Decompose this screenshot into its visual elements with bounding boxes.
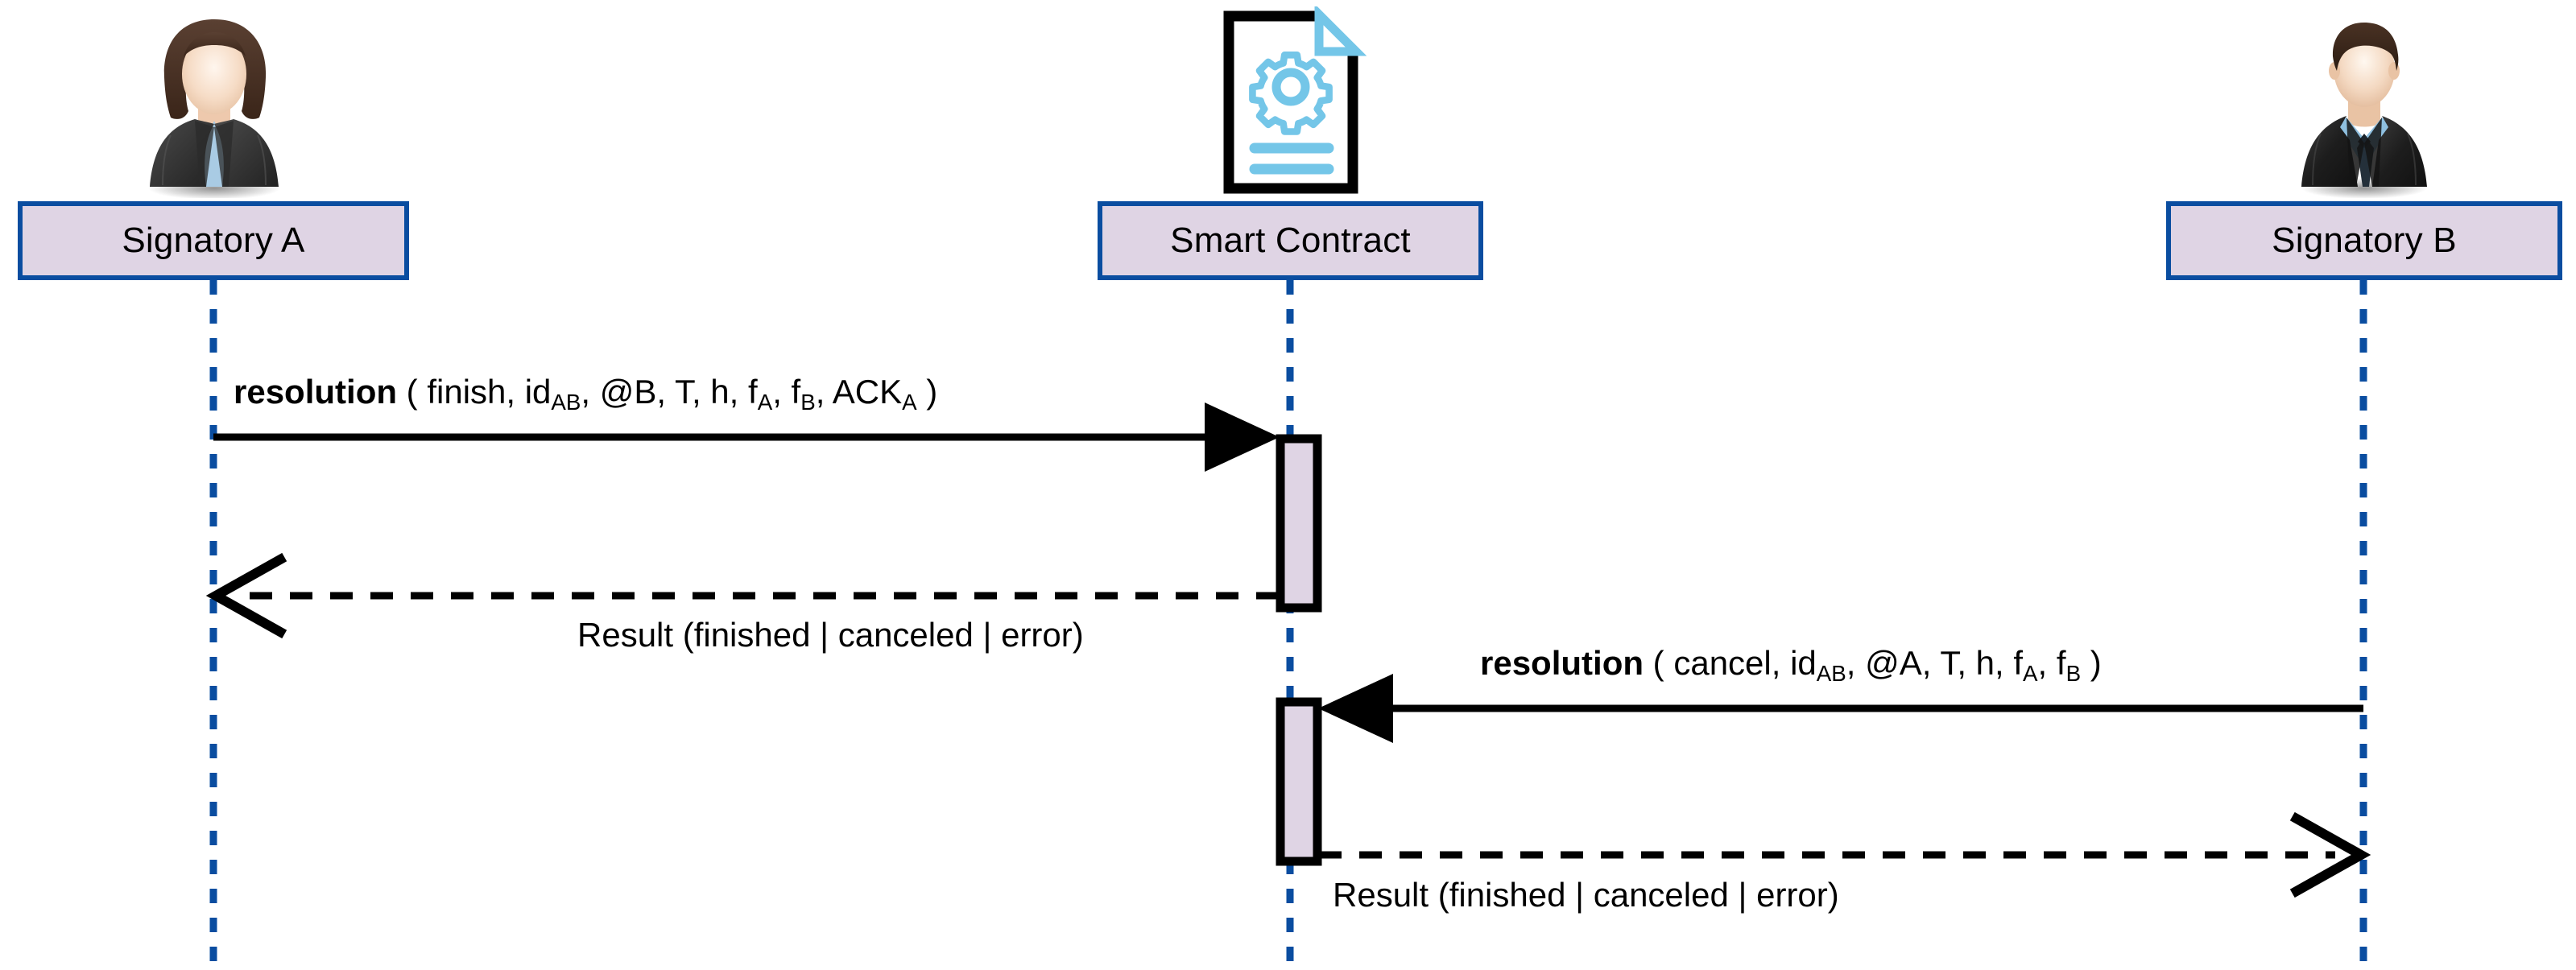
message-sub-b-1: B xyxy=(800,389,816,415)
message-args-1: ( finish, id xyxy=(397,373,552,411)
message-label-result-to-b: Result (finished | canceled | error) xyxy=(1333,876,1839,914)
activation-bar-1 xyxy=(1276,434,1322,613)
message-resolution-cancel-arrow xyxy=(1318,674,2363,743)
message-args-5: ) xyxy=(916,373,938,411)
participant-label-signatory-b: Signatory B xyxy=(2272,221,2457,260)
message-args-8: , f xyxy=(2037,644,2066,682)
message-result-to-b-arrow xyxy=(1319,811,2371,898)
activation-bar-2 xyxy=(1276,697,1322,866)
participant-box-smart-contract[interactable]: Smart Contract xyxy=(1098,201,1483,280)
message-args-9: ) xyxy=(2081,644,2102,682)
message-label-resolution-cancel: resolution ( cancel, idAB, @A, T, h, fA,… xyxy=(1480,644,2102,686)
participant-box-signatory-a[interactable]: Signatory A xyxy=(18,201,409,280)
message-resolution-finish-arrow xyxy=(213,402,1280,472)
participant-label-signatory-a: Signatory A xyxy=(122,221,305,260)
message-sub-a-3: A xyxy=(2023,660,2038,686)
message-sub-a-2: A xyxy=(902,389,917,415)
message-args-6: ( cancel, id xyxy=(1644,644,1817,682)
message-label-result-to-a: Result (finished | canceled | error) xyxy=(577,616,1084,654)
message-sub-ab-1: AB xyxy=(551,389,581,415)
contract-document-gear-icon xyxy=(1223,6,1367,194)
message-args-2: , @B, T, h, f xyxy=(581,373,758,411)
message-sub-ab-2: AB xyxy=(1816,660,1846,686)
message-args-3: , f xyxy=(772,373,801,411)
message-args-4: , ACK xyxy=(815,373,903,411)
message-sub-b-2: B xyxy=(2065,660,2082,686)
message-args-7: , @A, T, h, f xyxy=(1846,644,2024,682)
message-label-resolution-finish: resolution ( finish, idAB, @B, T, h, fA,… xyxy=(234,373,938,413)
message-sub-a-1: A xyxy=(757,389,773,415)
businessman-avatar-icon xyxy=(2301,23,2427,198)
message-operation-name: resolution xyxy=(234,373,398,411)
message-operation-name-2: resolution xyxy=(1480,644,1644,682)
participant-label-smart-contract: Smart Contract xyxy=(1170,221,1411,260)
businesswoman-avatar-icon xyxy=(148,19,280,198)
participant-box-signatory-b[interactable]: Signatory B xyxy=(2166,201,2562,280)
message-result-to-a-arrow xyxy=(205,552,1279,639)
